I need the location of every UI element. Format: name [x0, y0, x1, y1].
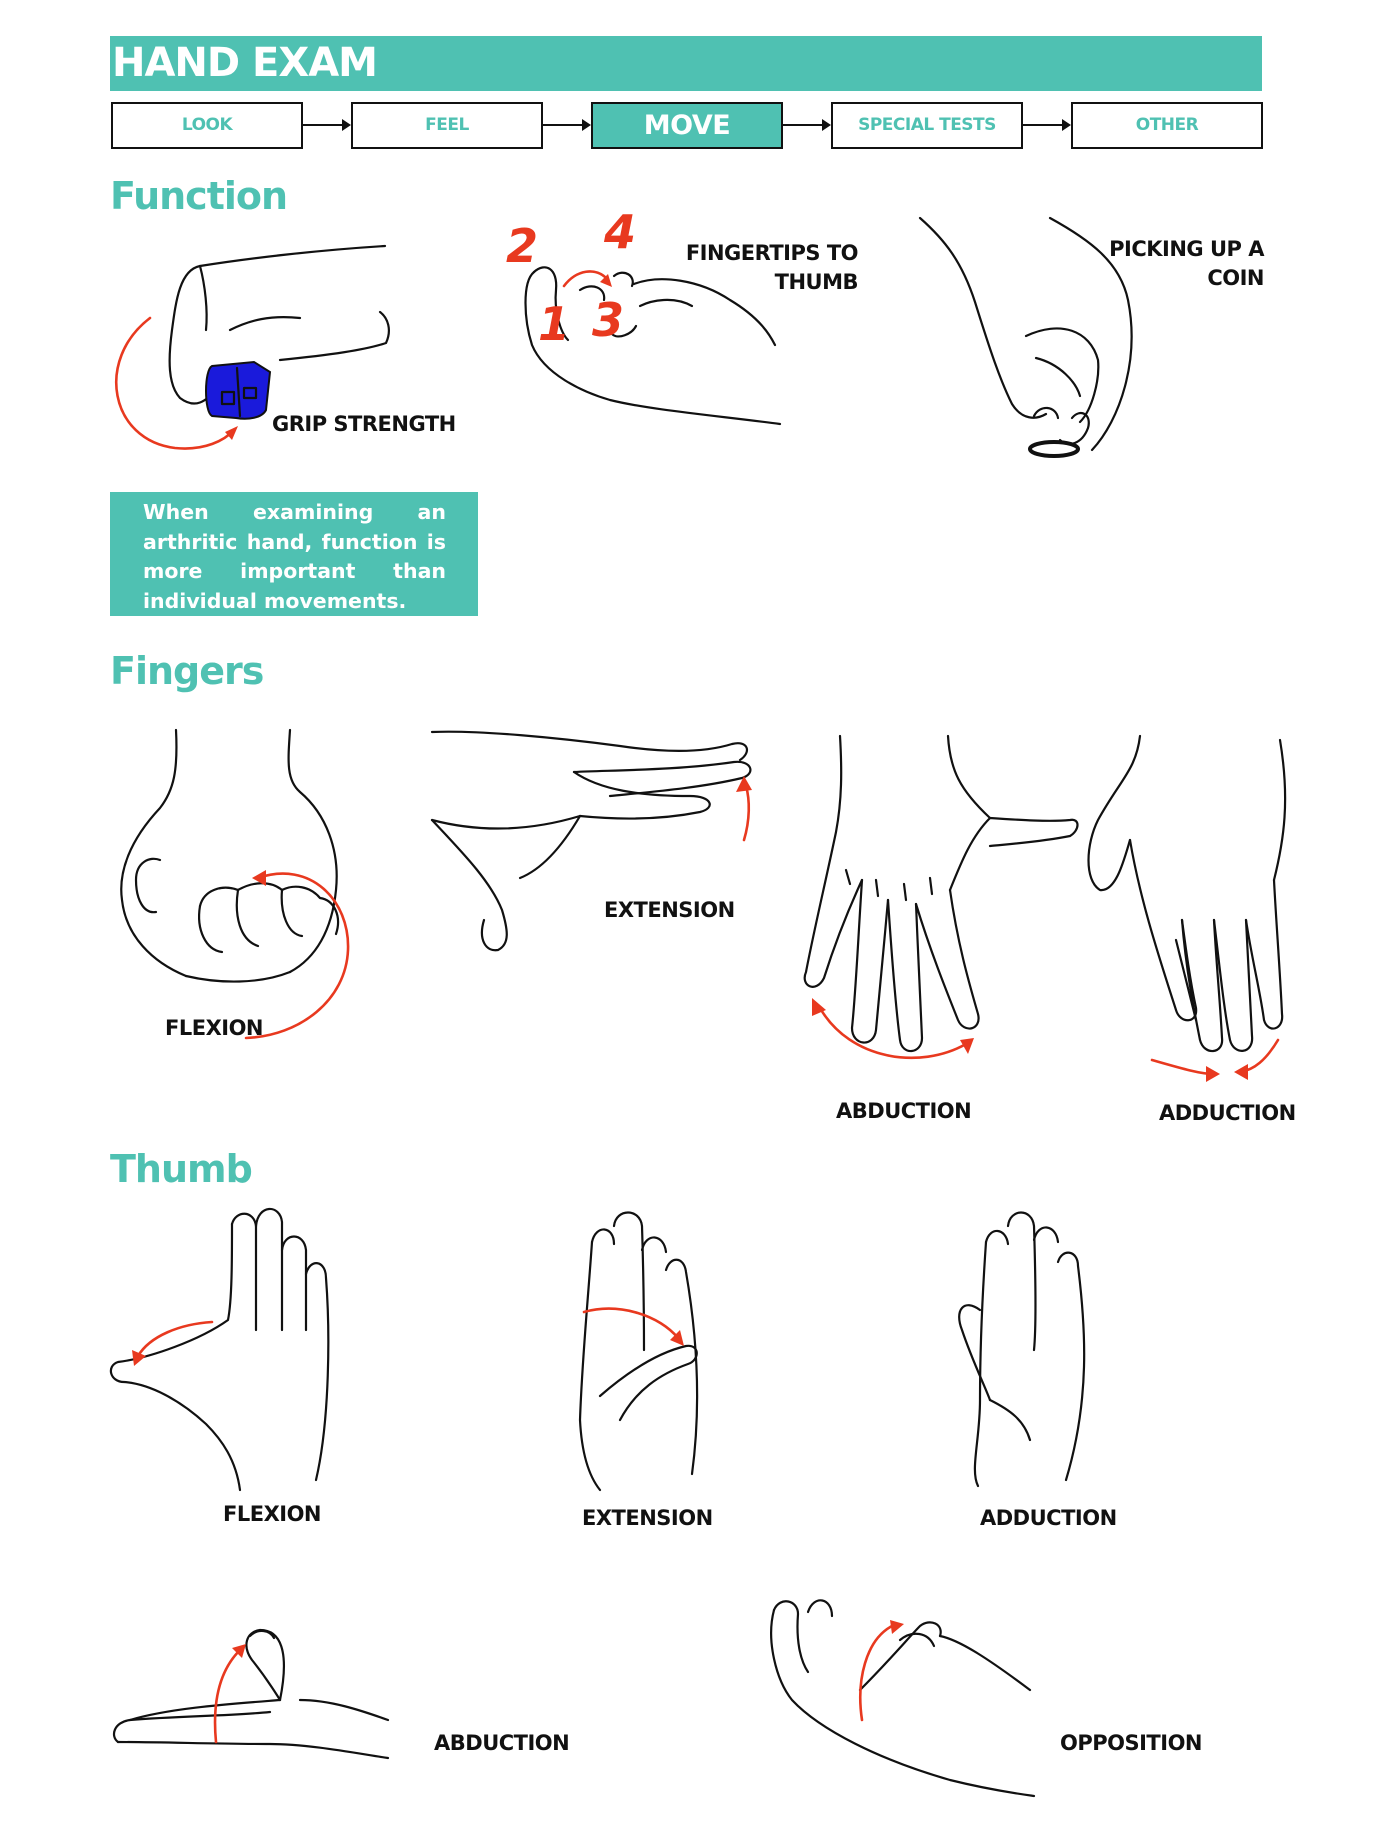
arrow-head [225, 426, 238, 440]
section-title-fingers: Fingers [110, 649, 264, 693]
coin [1028, 440, 1080, 458]
fingertips-to-thumb-label: FINGERTIPS TO THUMB [685, 241, 859, 294]
fingertip-number: 3 [592, 293, 624, 347]
step-arrow [543, 119, 591, 131]
thumb-abduction-label: ABDUCTION [434, 1731, 570, 1755]
exam-step-flow: LOOK FEEL MOVE SPECIAL TESTS OTHER [0, 0, 1400, 160]
fingertip-number: 2 [506, 219, 538, 273]
fingers-flexion-illustration [120, 728, 350, 1040]
grip-strength-label: GRIP STRENGTH [272, 412, 456, 436]
fingers-abduction-illustration [803, 734, 1079, 1060]
fingers-adduction-label: ADDUCTION [1159, 1101, 1296, 1125]
step-arrow [303, 119, 351, 131]
thumb-opposition-illustration [770, 1599, 1036, 1798]
fingers-adduction-illustration [1087, 734, 1287, 1082]
thumb-flexion-label: FLEXION [223, 1502, 322, 1526]
picking-up-coin-illustration [918, 216, 1133, 458]
step-other[interactable]: OTHER [1071, 102, 1263, 149]
thumb-adduction-illustration [958, 1211, 1086, 1488]
step-arrow [1023, 119, 1071, 131]
fingertip-number: 4 [603, 205, 636, 259]
fingertip-number: 1 [538, 297, 570, 351]
page-title: HAND EXAM [110, 36, 1262, 91]
picking-up-coin-label: PICKING UP A COIN [1109, 237, 1264, 290]
thumb-flexion-illustration [109, 1207, 330, 1492]
fingers-flexion-label: FLEXION [165, 1016, 264, 1040]
fingers-abduction-label: ABDUCTION [836, 1099, 972, 1123]
thumb-abduction-illustration [112, 1628, 390, 1760]
section-title-thumb: Thumb [110, 1147, 253, 1191]
thumb-extension-illustration [578, 1211, 699, 1492]
step-look[interactable]: LOOK [111, 102, 303, 149]
section-title-function: Function [110, 174, 288, 218]
step-special-tests[interactable]: SPECIAL TESTS [831, 102, 1023, 149]
step-arrow [783, 119, 831, 131]
arthritic-hand-note: When examining an arthritic hand, functi… [110, 492, 478, 616]
step-feel[interactable]: FEEL [351, 102, 543, 149]
grip-strength-illustration [115, 244, 390, 450]
fingertips-to-thumb-illustration: 2 4 1 3 [506, 205, 782, 426]
thumb-extension-label: EXTENSION [582, 1506, 713, 1530]
step-move[interactable]: MOVE [591, 102, 783, 149]
fingers-extension-illustration [430, 730, 752, 952]
thumb-opposition-label: OPPOSITION [1060, 1731, 1203, 1755]
thumb-adduction-label: ADDUCTION [980, 1506, 1117, 1530]
fingers-extension-label: EXTENSION [604, 898, 735, 922]
